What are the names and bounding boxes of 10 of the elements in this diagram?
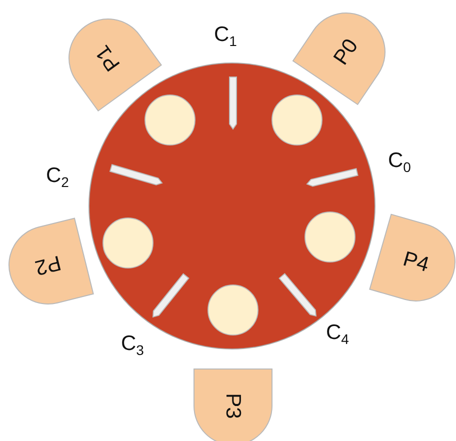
philosopher-label: P4 <box>400 247 432 277</box>
philosopher-label: P3 <box>222 393 244 419</box>
philosopher-label: P0 <box>329 34 363 70</box>
philosopher-label: P1 <box>91 40 125 76</box>
philosopher-label: P2 <box>32 250 64 280</box>
chopstick-label: C$_{3}$ <box>121 333 144 358</box>
chopstick-label: C$_{2}$ <box>46 165 69 190</box>
chopstick-label: C$_{1}$ <box>214 24 237 48</box>
chopstick-label: C$_{0}$ <box>388 150 411 174</box>
chopstick-label: C$_{4}$ <box>326 322 349 346</box>
